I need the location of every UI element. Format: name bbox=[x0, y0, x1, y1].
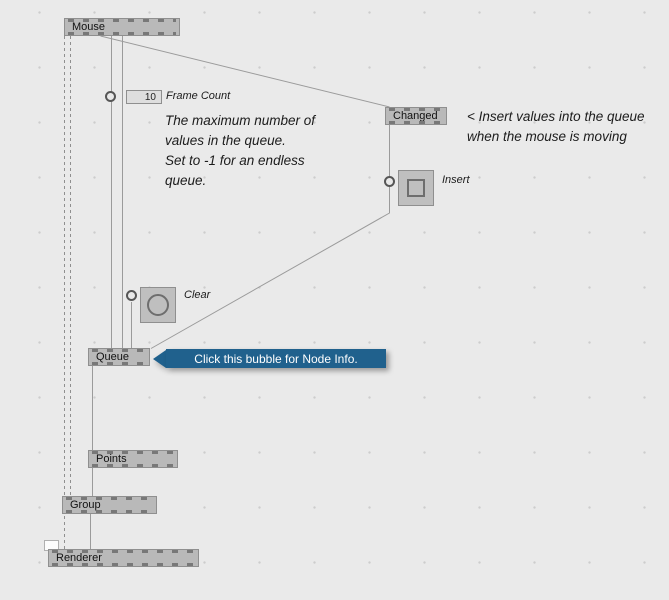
label-insert: Insert bbox=[442, 174, 470, 186]
bang-clear[interactable] bbox=[140, 287, 176, 323]
iobox-frame-count-value: 10 bbox=[144, 92, 156, 103]
comment-queue-note-line4: queue. bbox=[165, 173, 207, 188]
node-points-output-pins[interactable] bbox=[92, 464, 174, 467]
node-mouse-input-pins[interactable] bbox=[68, 19, 176, 22]
comment-insert-note: < Insert values into the queue when the … bbox=[467, 107, 645, 147]
node-points-input-pins[interactable] bbox=[92, 451, 174, 454]
node-mouse[interactable]: Mouse bbox=[64, 18, 180, 36]
node-group[interactable]: Group bbox=[62, 496, 157, 514]
comment-queue-note: The maximum number of values in the queu… bbox=[165, 111, 315, 191]
node-mouse-label: Mouse bbox=[72, 21, 106, 33]
node-changed-input-pins[interactable] bbox=[389, 108, 443, 111]
node-changed[interactable]: Changed bbox=[385, 107, 447, 125]
node-queue-output-pins[interactable] bbox=[92, 362, 146, 365]
iobox-frame-count[interactable]: 10 bbox=[126, 90, 162, 104]
bang-circle-icon bbox=[147, 294, 169, 316]
node-group-label: Group bbox=[70, 499, 101, 511]
node-renderer-label: Renderer bbox=[56, 552, 102, 564]
node-info-bubble-arrow[interactable] bbox=[153, 349, 166, 368]
node-queue-input-pins[interactable] bbox=[92, 349, 146, 352]
node-info-bubble-text: Click this bubble for Node Info. bbox=[194, 351, 358, 366]
node-renderer-input-pins[interactable] bbox=[52, 550, 195, 553]
node-queue-label: Queue bbox=[96, 351, 130, 363]
pin-clear[interactable] bbox=[126, 290, 137, 301]
wire-mouse-to-changed[interactable] bbox=[100, 35, 390, 108]
node-renderer[interactable]: Renderer bbox=[48, 549, 199, 567]
node-queue[interactable]: Queue bbox=[88, 348, 150, 366]
comment-queue-note-line1: The maximum number of bbox=[165, 113, 316, 128]
comment-queue-note-line2: values in the queue. bbox=[165, 133, 286, 148]
node-group-output-pins[interactable] bbox=[66, 510, 153, 513]
toggle-insert[interactable] bbox=[398, 170, 434, 206]
comment-queue-note-line3: Set to -1 for an endless bbox=[165, 153, 305, 168]
node-changed-output-pins[interactable] bbox=[389, 121, 443, 124]
node-points[interactable]: Points bbox=[88, 450, 178, 468]
node-points-label: Points bbox=[96, 453, 127, 465]
pin-frame-count[interactable] bbox=[105, 91, 116, 102]
toggle-square-icon bbox=[407, 179, 425, 197]
node-renderer-output-pins[interactable] bbox=[52, 563, 195, 566]
label-frame-count: Frame Count bbox=[166, 90, 231, 102]
pin-insert[interactable] bbox=[384, 176, 395, 187]
comment-insert-note-line1: < Insert values into the queue bbox=[467, 109, 645, 124]
node-changed-label: Changed bbox=[393, 110, 438, 122]
node-info-bubble[interactable]: Click this bubble for Node Info. bbox=[166, 349, 386, 368]
comment-insert-note-line2: when the mouse is moving bbox=[467, 129, 627, 144]
node-mouse-output-pins[interactable] bbox=[68, 32, 176, 35]
label-clear: Clear bbox=[184, 289, 211, 301]
node-group-input-pins[interactable] bbox=[66, 497, 153, 500]
wire-changed-insert-to-queue[interactable] bbox=[150, 125, 390, 349]
